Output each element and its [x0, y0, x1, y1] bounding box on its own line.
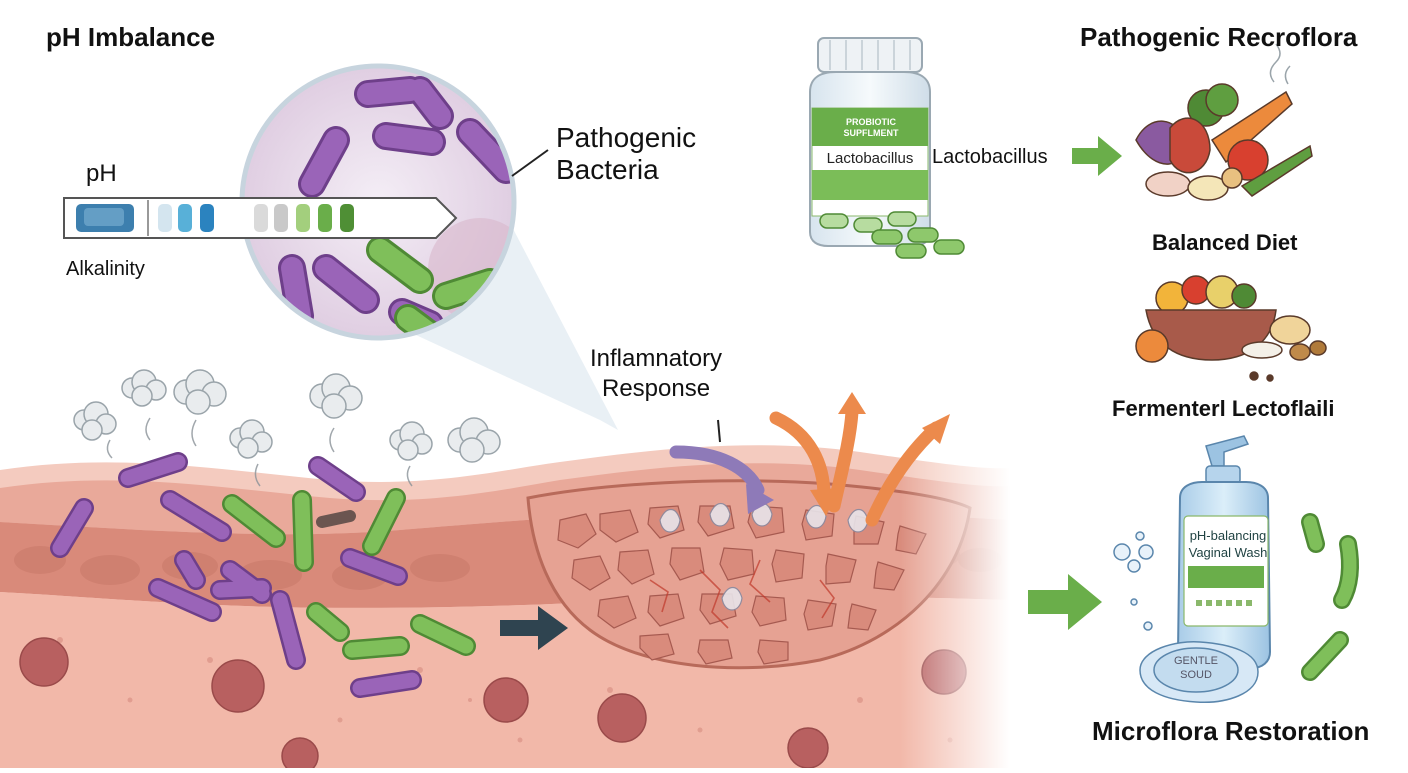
progression-arrow	[500, 606, 568, 650]
odor-clouds	[73, 369, 501, 463]
bacteria-cluster	[50, 452, 476, 698]
fermented-food-label: Fermenterl Lectoflaili	[1112, 396, 1335, 421]
immune-cells	[659, 502, 869, 611]
bubbles	[1113, 531, 1154, 631]
vegetables-illustration	[1135, 83, 1313, 201]
capsules	[819, 211, 965, 259]
magnifier-lens	[239, 63, 618, 430]
arrow-to-restoration	[1028, 574, 1102, 630]
probiotic-bottle	[809, 37, 931, 247]
ph-imbalance-title: pH Imbalance	[46, 22, 216, 52]
arrow-to-diet	[1072, 136, 1122, 176]
supplement-name: Lactobacillus	[826, 150, 914, 167]
alkalinity-label: Alkalinity	[66, 258, 145, 280]
inflammatory-response-label: Inflamnatory Response	[590, 345, 723, 402]
ph-label: pH	[86, 160, 117, 187]
fermented-food-bowl	[1135, 275, 1327, 382]
soap-label: GENTLE SOUD	[1173, 655, 1218, 681]
vaginal-wash-bottle	[1139, 435, 1272, 703]
pathogenic-bacteria-label: Pathogenic Bacteria	[556, 122, 697, 185]
wash-label: pH-balancing Vaginal Wash	[1188, 528, 1268, 560]
lactobacillus-label: Lactobacillus	[932, 146, 1048, 168]
supplement-header: PROBIOTIC SUPFLMENT	[843, 117, 899, 138]
lactobacillus-bacteria	[1301, 513, 1359, 681]
balanced-diet-label: Balanced Diet	[1152, 230, 1298, 255]
inflammation-arrows	[669, 405, 943, 527]
tissue-cross-section	[0, 420, 1010, 773]
pathogenic-recroflora-title: Pathogenic Recroflora	[1080, 22, 1358, 52]
microflora-restoration-label: Microflora Restoration	[1092, 716, 1370, 746]
ph-scale	[63, 197, 458, 239]
